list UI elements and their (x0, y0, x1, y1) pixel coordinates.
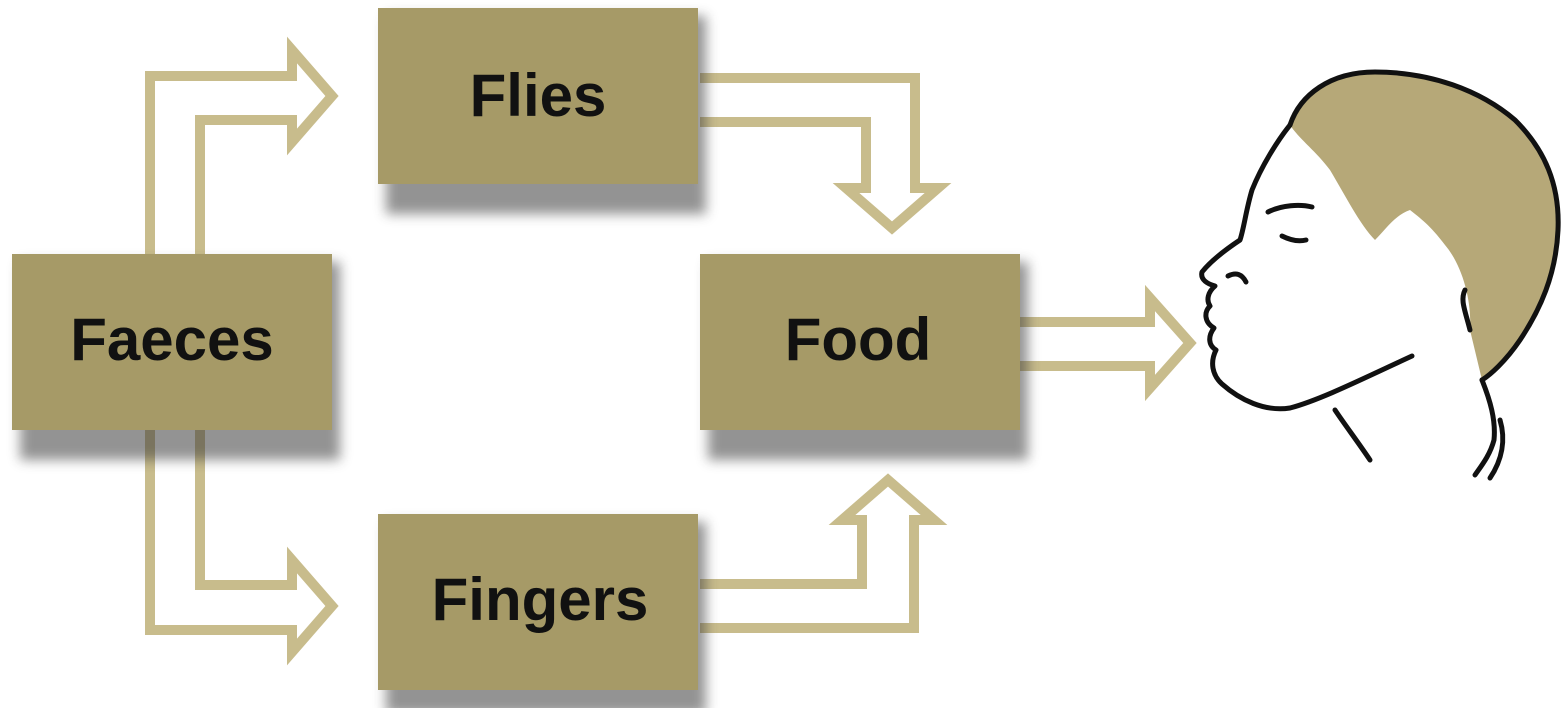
ear (1460, 287, 1473, 333)
label-fingers: Fingers (432, 566, 649, 633)
neck-back-inner (1487, 417, 1506, 481)
box-flies (378, 8, 698, 184)
arrows-group (145, 36, 1197, 666)
node-faeces: Faeces (12, 254, 332, 430)
label-faeces: Faeces (70, 306, 274, 373)
eye (1279, 233, 1309, 244)
hair (1290, 72, 1559, 380)
node-food: Food (700, 254, 1020, 430)
label-flies: Flies (470, 62, 607, 129)
neck-front (1332, 407, 1373, 463)
box-faeces (12, 254, 332, 430)
human-head-profile-icon (1199, 69, 1561, 481)
arrow-food-to-mouth (1020, 284, 1197, 402)
eyebrow (1265, 202, 1315, 215)
arrow-fingers-to-food (700, 473, 948, 633)
node-fingers: Fingers (378, 514, 698, 690)
arrow-faeces-to-fingers (145, 430, 339, 666)
node-flies: Flies (378, 8, 698, 184)
box-fingers (378, 514, 698, 690)
nostril (1225, 271, 1249, 285)
arrow-faeces-to-flies (145, 36, 339, 255)
face-profile (1199, 122, 1415, 412)
label-food: Food (785, 306, 932, 373)
neck-back (1472, 377, 1497, 478)
hair-outline (1287, 69, 1561, 383)
box-food (700, 254, 1020, 430)
arrow-flies-to-food (700, 73, 952, 235)
